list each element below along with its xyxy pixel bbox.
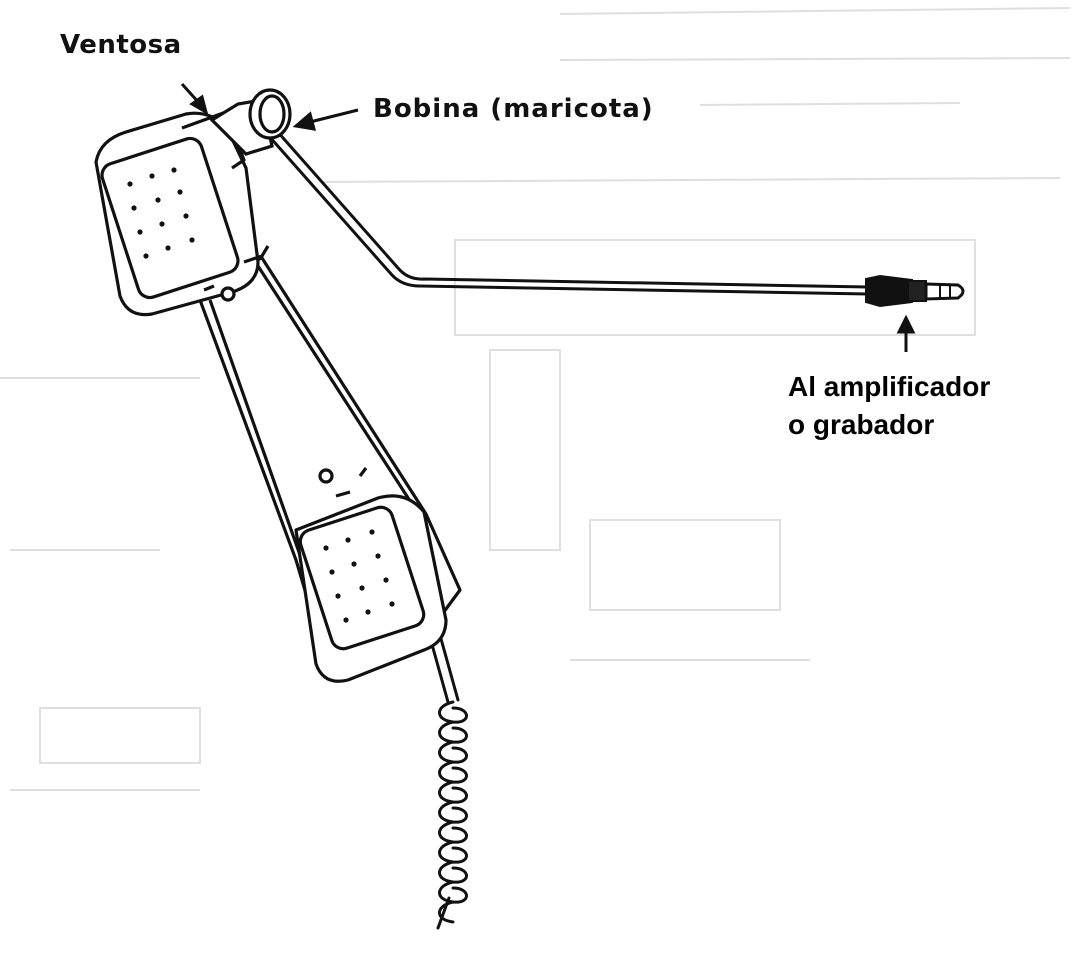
ventosa-arrow [180,82,209,116]
bobina-arrow [292,108,359,131]
bobina-label: Bobina (maricota) [373,94,654,124]
suction-cup-coil [209,88,292,156]
amplifier-arrow [896,314,916,352]
ventosa-label: Ventosa [60,30,182,60]
coiled-cord [426,626,468,930]
telephone-handset [94,110,462,683]
amplifier-label-line1: Al amplificador [788,371,991,402]
amplifier-label-line2: o grabador [788,409,935,440]
coil-cable [266,128,870,296]
earpiece-holes [127,167,195,259]
jack-plug [865,274,965,308]
mouthpiece-holes [323,529,395,623]
amplifier-label: Al amplificador o grabador [788,368,990,444]
background-bleed-through [0,7,1071,791]
